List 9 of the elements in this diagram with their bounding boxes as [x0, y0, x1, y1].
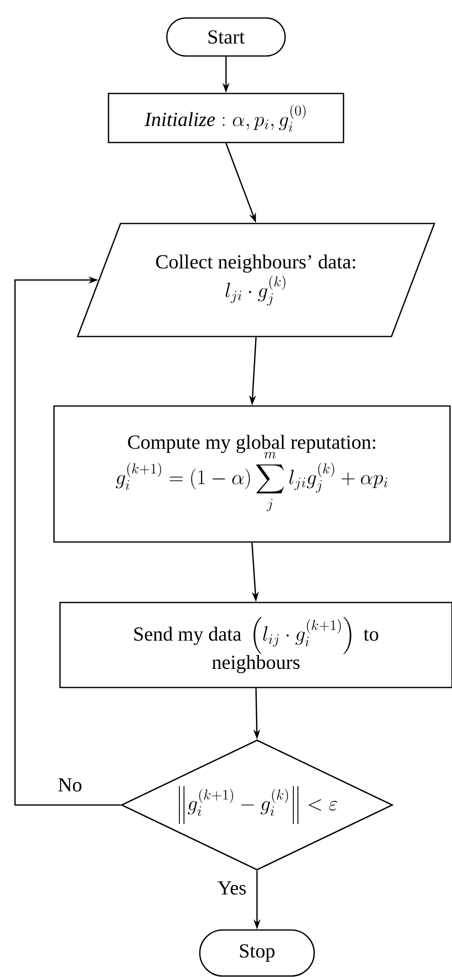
- edge-label: No: [58, 778, 82, 792]
- stop-terminal: Stop: [199, 929, 315, 977]
- process-box: $\text{Send my data }\left(l_{ij}\cdot g_i^{(k+1)}\right)\text{ to}\allowbreak\ \text{neighbours}$: [59, 602, 452, 688]
- edge-label: Yes: [218, 881, 246, 895]
- input-parallelogram: Collect neighbours’ data: $l_{ji}\cdot g_j^{(k)}$: [76, 222, 436, 338]
- process-box: $\mathit{Initialize}:\alpha, p_i, g_i^{(0)}$: [108, 92, 344, 144]
- arrow: [14, 276, 121, 806]
- process-box: Compute my global reputation: $g_i^{(k+1)}=(1-\alpha)\sum_{j}^{m} l_{ji}g_j^{(k)}+\alpha p_i$: [53, 405, 451, 543]
- start-terminal: Start: [166, 17, 286, 57]
